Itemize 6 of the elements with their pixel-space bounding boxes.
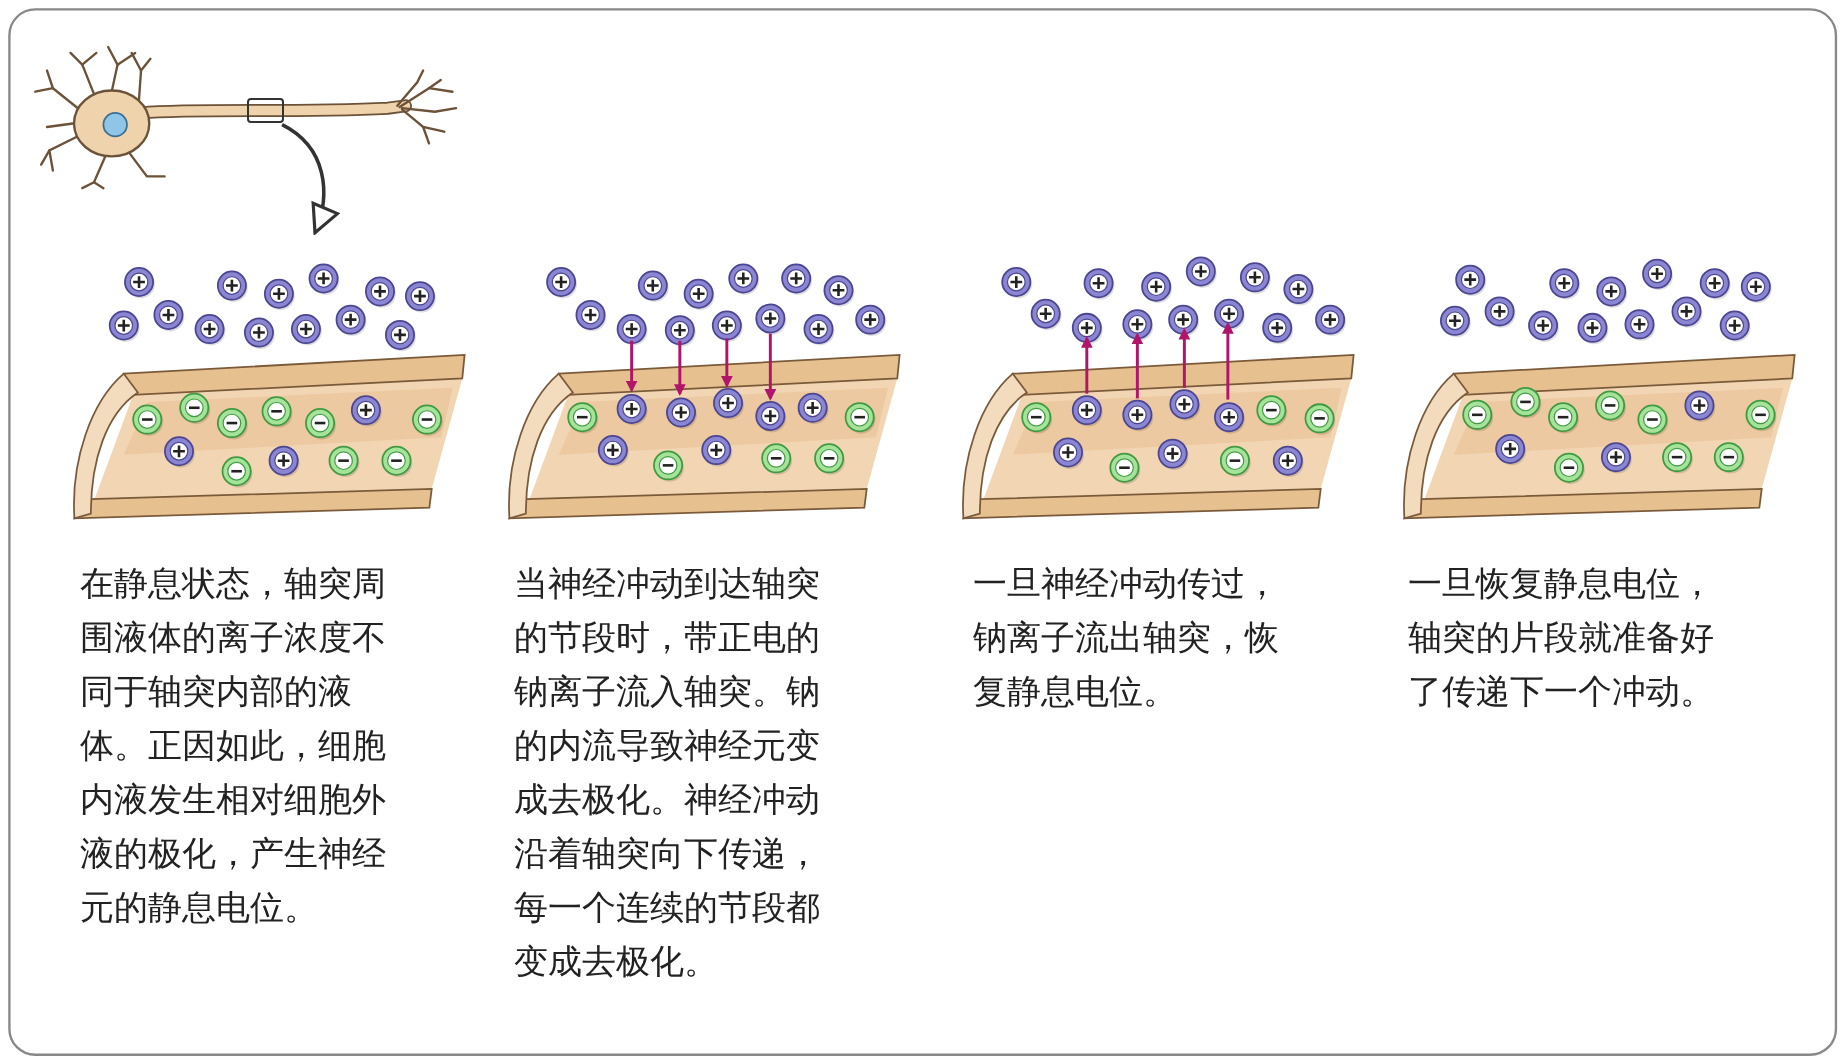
caption-text: 一旦神经冲动传过，钠离子流出轴突，恢复静息电位。	[973, 561, 1281, 713]
caption-text: 当神经冲动到达轴突的节段时，带正电的钠离子流入轴突。钠的内流导致神经元变成去极化。神经冲动沿着轴突向下传递，每一个连续的节段都变成去极化。	[513, 561, 821, 983]
arrow	[281, 123, 339, 235]
zoom-box	[246, 97, 285, 124]
caption-text: 在静息状态，轴突周围液体的离子浓度不同于轴突内部的液体。正因如此，细胞内液发生相对细胞外液的极化，产生神经元的静息电位。	[79, 561, 387, 929]
caption-text: 一旦恢复静息电位，轴突的片段就准备好了传递下一个冲动。	[1408, 561, 1716, 713]
